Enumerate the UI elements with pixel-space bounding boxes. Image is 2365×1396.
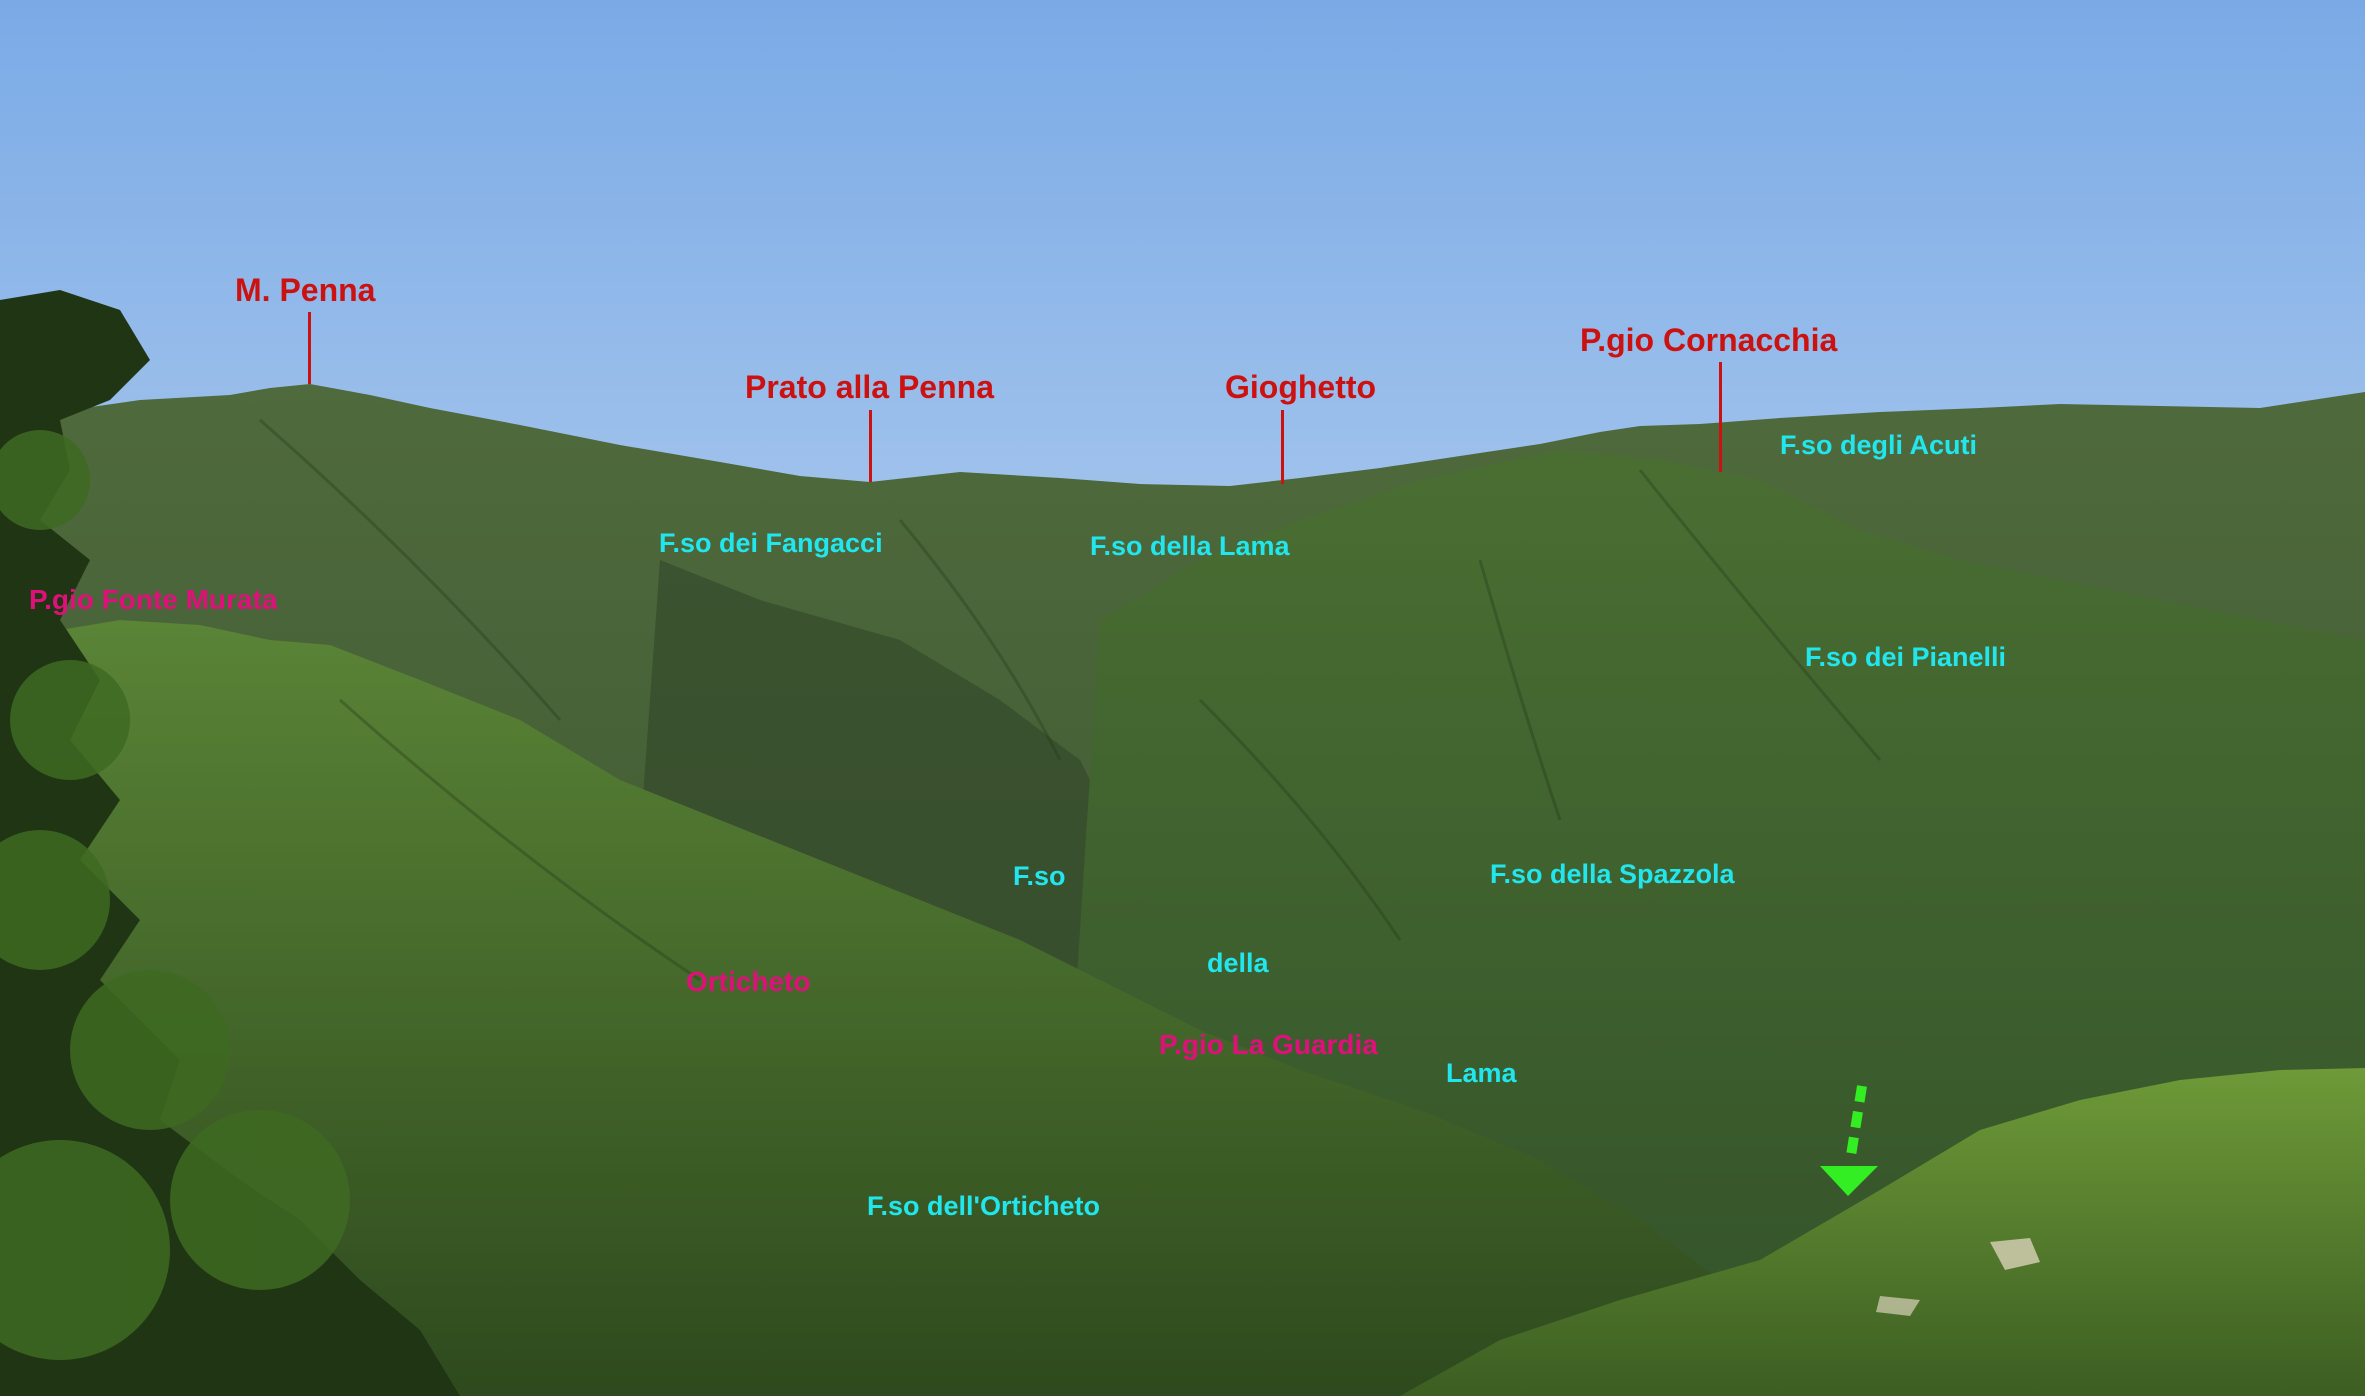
peak-tick-m-penna <box>308 312 311 384</box>
stream-label-lama-word1: F.so <box>1013 861 1066 891</box>
green-dashed-down-arrow-icon <box>1820 1085 1878 1196</box>
peak-label-gioghetto: Gioghetto <box>1225 369 1377 405</box>
stream-label-spazzola: F.so della Spazzola <box>1490 859 1735 889</box>
peak-label-m-penna: M. Penna <box>235 272 376 308</box>
stream-label-lama-word2: della <box>1207 948 1269 978</box>
peak-tick-prato-alla-penna <box>869 410 872 482</box>
stream-label-lama-word3: Lama <box>1446 1058 1517 1088</box>
place-label-orticheto: Orticheto <box>686 966 811 997</box>
place-label-la-guardia: P.gio La Guardia <box>1159 1029 1378 1060</box>
stream-label-orticheto: F.so dell'Orticheto <box>867 1191 1100 1221</box>
peak-tick-gioghetto <box>1281 410 1284 484</box>
stream-label-fangacci: F.so dei Fangacci <box>659 528 883 558</box>
peak-tick-pgio-cornacchia <box>1719 362 1722 472</box>
stream-label-lama-upper: F.so della Lama <box>1090 531 1290 561</box>
stream-label-pianelli: F.so dei Pianelli <box>1805 642 2007 672</box>
stream-label-acuti: F.so degli Acuti <box>1780 430 1978 460</box>
place-label-fonte-murata: P.gio Fonte Murata <box>29 584 278 615</box>
peak-label-prato-alla-penna: Prato alla Penna <box>745 369 994 405</box>
peak-label-pgio-cornacchia: P.gio Cornacchia <box>1580 322 1838 358</box>
